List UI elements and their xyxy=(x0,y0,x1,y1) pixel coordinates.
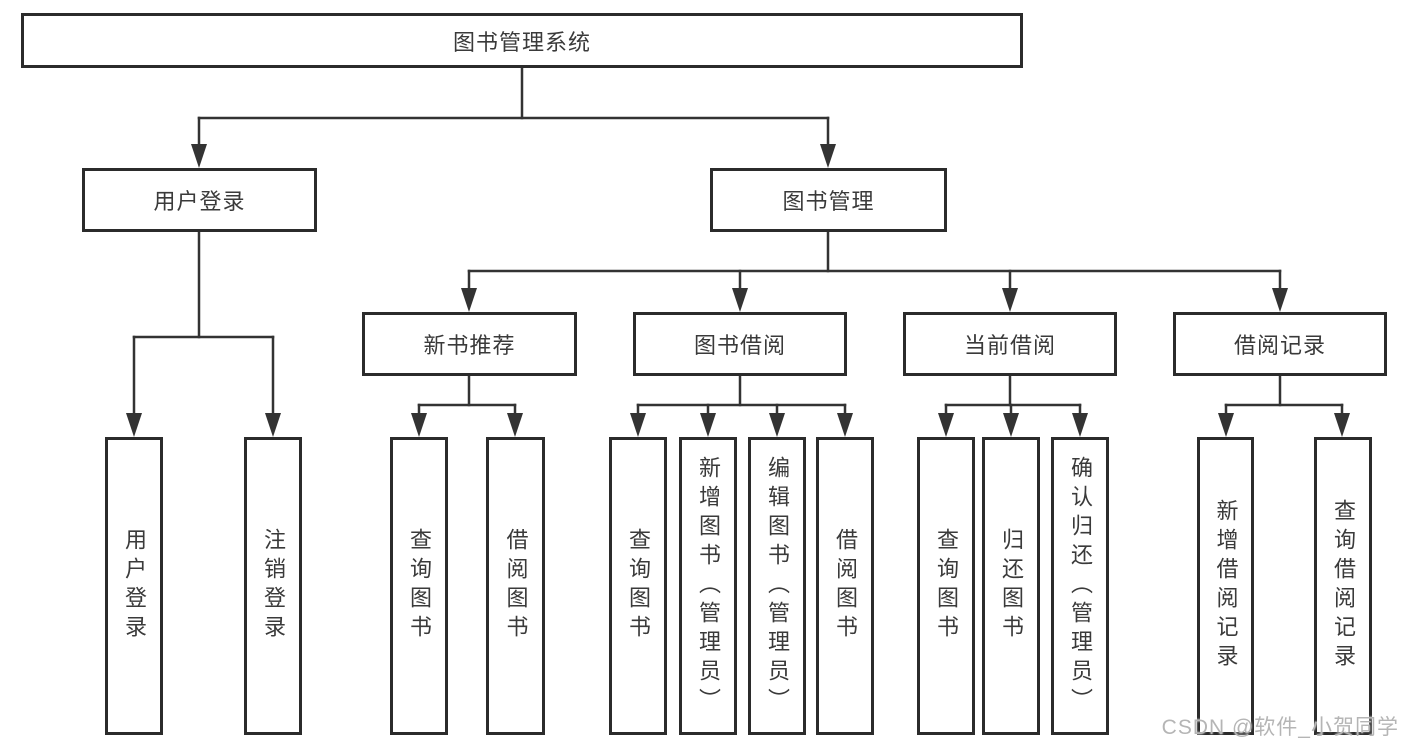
leaf-add-book-admin-label: 新增图书（管理员） xyxy=(696,455,721,717)
leaf-logout-label: 注销登录 xyxy=(261,528,286,644)
leaf-query-books-current-label: 查询图书 xyxy=(934,528,959,644)
leaf-edit-book-admin-label: 编辑图书（管理员） xyxy=(765,455,790,717)
leaf-add-borrow-record: 新增借阅记录 xyxy=(1197,437,1254,735)
leaf-edit-book-admin: 编辑图书（管理员） xyxy=(748,437,806,735)
node-user-login-module: 用户登录 xyxy=(82,168,317,232)
node-book-management: 图书管理 xyxy=(710,168,947,232)
leaf-query-books-current: 查询图书 xyxy=(917,437,975,735)
node-borrowing-records-label: 借阅记录 xyxy=(1233,333,1326,358)
leaf-query-books-borrowing-label: 查询图书 xyxy=(626,528,651,644)
node-current-borrowing: 当前借阅 xyxy=(903,312,1117,376)
node-book-management-label: 图书管理 xyxy=(782,189,875,214)
node-library-system: 图书管理系统 xyxy=(21,13,1023,68)
leaf-query-borrow-record-label: 查询借阅记录 xyxy=(1331,499,1356,673)
leaf-confirm-return-admin: 确认归还（管理员） xyxy=(1051,437,1109,735)
leaf-borrow-books-recommend: 借阅图书 xyxy=(486,437,545,735)
leaf-query-books-recommend: 查询图书 xyxy=(390,437,448,735)
node-new-book-recommend-label: 新书推荐 xyxy=(423,333,516,358)
leaf-query-borrow-record: 查询借阅记录 xyxy=(1314,437,1372,735)
leaf-add-book-admin: 新增图书（管理员） xyxy=(679,437,737,735)
leaf-borrow-books-borrowing: 借阅图书 xyxy=(816,437,874,735)
node-book-borrowing: 图书借阅 xyxy=(633,312,847,376)
node-new-book-recommend: 新书推荐 xyxy=(362,312,577,376)
node-book-borrowing-label: 图书借阅 xyxy=(693,333,786,358)
leaf-query-books-borrowing: 查询图书 xyxy=(609,437,667,735)
leaf-confirm-return-admin-label: 确认归还（管理员） xyxy=(1068,455,1093,717)
node-library-system-label: 图书管理系统 xyxy=(452,29,591,55)
leaf-borrow-books-recommend-label: 借阅图书 xyxy=(503,528,529,644)
node-user-login-module-label: 用户登录 xyxy=(153,189,246,214)
leaf-logout: 注销登录 xyxy=(244,437,302,735)
leaf-user-login: 用户登录 xyxy=(105,437,163,735)
leaf-return-book: 归还图书 xyxy=(982,437,1040,735)
leaf-user-login-label: 用户登录 xyxy=(122,528,147,644)
arrowhead-icons xyxy=(126,144,1350,437)
leaf-borrow-books-borrowing-label: 借阅图书 xyxy=(833,528,858,644)
node-borrowing-records: 借阅记录 xyxy=(1173,312,1387,376)
node-current-borrowing-label: 当前借阅 xyxy=(963,333,1056,358)
watermark: CSDN @软件_小贺同学 xyxy=(1161,716,1399,739)
leaf-add-borrow-record-label: 新增借阅记录 xyxy=(1213,499,1239,673)
leaf-query-books-recommend-label: 查询图书 xyxy=(407,528,432,644)
leaf-return-book-label: 归还图书 xyxy=(999,528,1024,644)
